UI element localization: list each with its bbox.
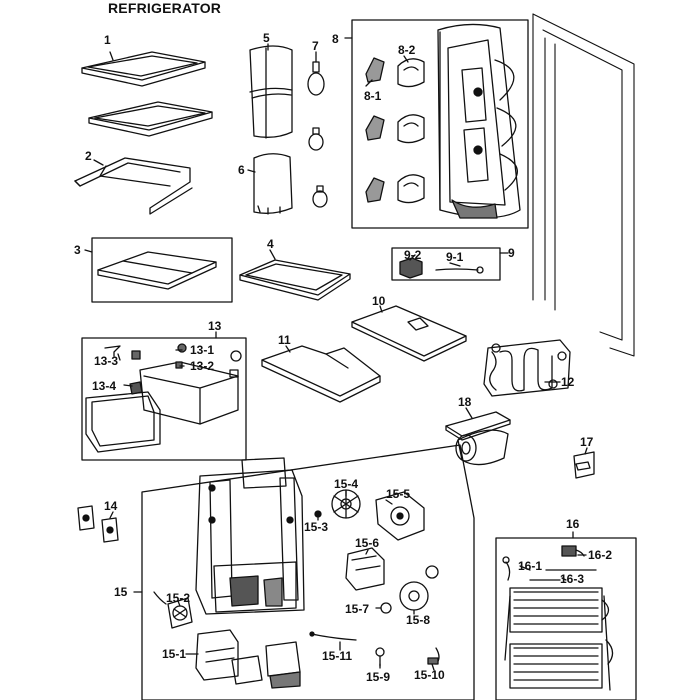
callout-15-3: 15-3: [304, 520, 329, 534]
sub-leaders: [117, 55, 587, 671]
part-evaporator: [504, 587, 614, 691]
part-fan-bracket: [375, 491, 425, 541]
callout-15-8: 15-8: [406, 613, 431, 627]
part-evaporator-cover: [195, 457, 305, 615]
part-screw-15-9: [375, 647, 385, 667]
leader-10: [379, 305, 383, 313]
part-glass-shelf-4: [239, 259, 351, 301]
callout-14: 14: [104, 499, 118, 513]
callout-16-2: 16-2: [588, 548, 613, 562]
callout-9-1: 9-1: [446, 250, 464, 264]
part-fan-motor-set: [153, 591, 193, 629]
callout-8-2: 8-2: [398, 43, 416, 57]
leader-17: [584, 447, 588, 455]
part-duct-covers-15-1: [195, 629, 301, 689]
callout-15-6: 15-6: [355, 536, 380, 550]
part-heater-coil: [483, 339, 571, 397]
callout-7: 7: [312, 39, 319, 53]
callout-9-2: 9-2: [404, 248, 422, 262]
callout-17: 17: [580, 435, 594, 449]
part-motor-18: [445, 411, 511, 466]
callout-2: 2: [85, 149, 92, 163]
callout-18: 18: [458, 395, 472, 409]
callout-13-1: 13-1: [190, 343, 215, 357]
callout-16-3: 16-3: [560, 572, 585, 586]
part-lamp-bulbs: [307, 61, 328, 208]
callout-16: 16: [566, 517, 580, 531]
callout-10: 10: [372, 294, 386, 308]
callout-8: 8: [332, 32, 339, 46]
callout-15-10: 15-10: [414, 668, 445, 682]
part-wire-16-1: [502, 556, 511, 581]
part-covers-14: [77, 505, 119, 543]
callout-13: 13: [208, 319, 222, 333]
leader-3: [84, 249, 93, 253]
callout-8-1: 8-1: [364, 89, 382, 103]
callout-13-2: 13-2: [190, 359, 215, 373]
part-grommet: [380, 602, 392, 614]
part-shelf-cover: [97, 251, 217, 290]
callout-15-7: 15-7: [345, 602, 370, 616]
part-dispenser-cover: [437, 23, 521, 219]
part-glass-shelf: [81, 51, 213, 137]
callout-11: 11: [278, 333, 291, 347]
part-fan-blade: [331, 489, 361, 519]
callout-4: 4: [267, 237, 274, 251]
callout-9: 9: [508, 246, 515, 260]
part-9-frame: [391, 247, 501, 281]
part-hinge-set: [365, 57, 385, 203]
callout-15-1: 15-1: [162, 647, 187, 661]
leader-11: [285, 345, 291, 353]
callout-15-11: 15-11: [322, 649, 353, 663]
part-drip-tray: [261, 345, 381, 403]
leader-6: [247, 169, 256, 173]
cabinet-outline: [532, 13, 635, 357]
callout-13-4: 13-4: [92, 379, 117, 393]
part-crisper-drawer: [85, 361, 239, 453]
leader-4: [269, 249, 276, 260]
leader-14: [109, 511, 114, 519]
part-fan-15-8: [399, 565, 439, 611]
callout-15-2: 15-2: [166, 591, 191, 605]
part-13-frame: [81, 337, 247, 461]
part-sensor-switch: [399, 257, 484, 279]
part-15-frame: [141, 444, 475, 700]
part-duct-upper: [249, 45, 293, 139]
leader-2: [93, 159, 104, 166]
part-8-frame: [351, 19, 529, 229]
part-wire-15-11: [309, 631, 357, 641]
leader-1: [109, 51, 114, 61]
callout-16-1: 16-1: [518, 559, 543, 573]
callout-1: 1: [104, 33, 111, 47]
part-motor-housing: [345, 547, 385, 591]
part-cap-set: [397, 58, 425, 204]
callout-15-9: 15-9: [366, 670, 391, 684]
part-16-frame: [495, 537, 637, 700]
part-3-frame: [91, 237, 233, 303]
callout-3: 3: [74, 243, 81, 257]
callout-15-5: 15-5: [386, 487, 411, 501]
part-control-17: [573, 451, 595, 479]
diagram-title: REFRIGERATOR: [108, 0, 222, 16]
callout-6: 6: [238, 163, 245, 177]
callout-12: 12: [561, 375, 575, 389]
part-sensor-15-10: [427, 647, 440, 665]
callout-5: 5: [263, 31, 270, 45]
part-heater-16-3: [529, 569, 597, 581]
leader-18: [465, 407, 473, 419]
callout-15: 15: [114, 585, 128, 599]
callout-15-4: 15-4: [334, 477, 359, 491]
part-duct-lower: [253, 153, 293, 215]
callout-13-3: 13-3: [94, 354, 119, 368]
part-shelf-frame: [74, 157, 193, 215]
part-cover-plate: [351, 305, 467, 362]
